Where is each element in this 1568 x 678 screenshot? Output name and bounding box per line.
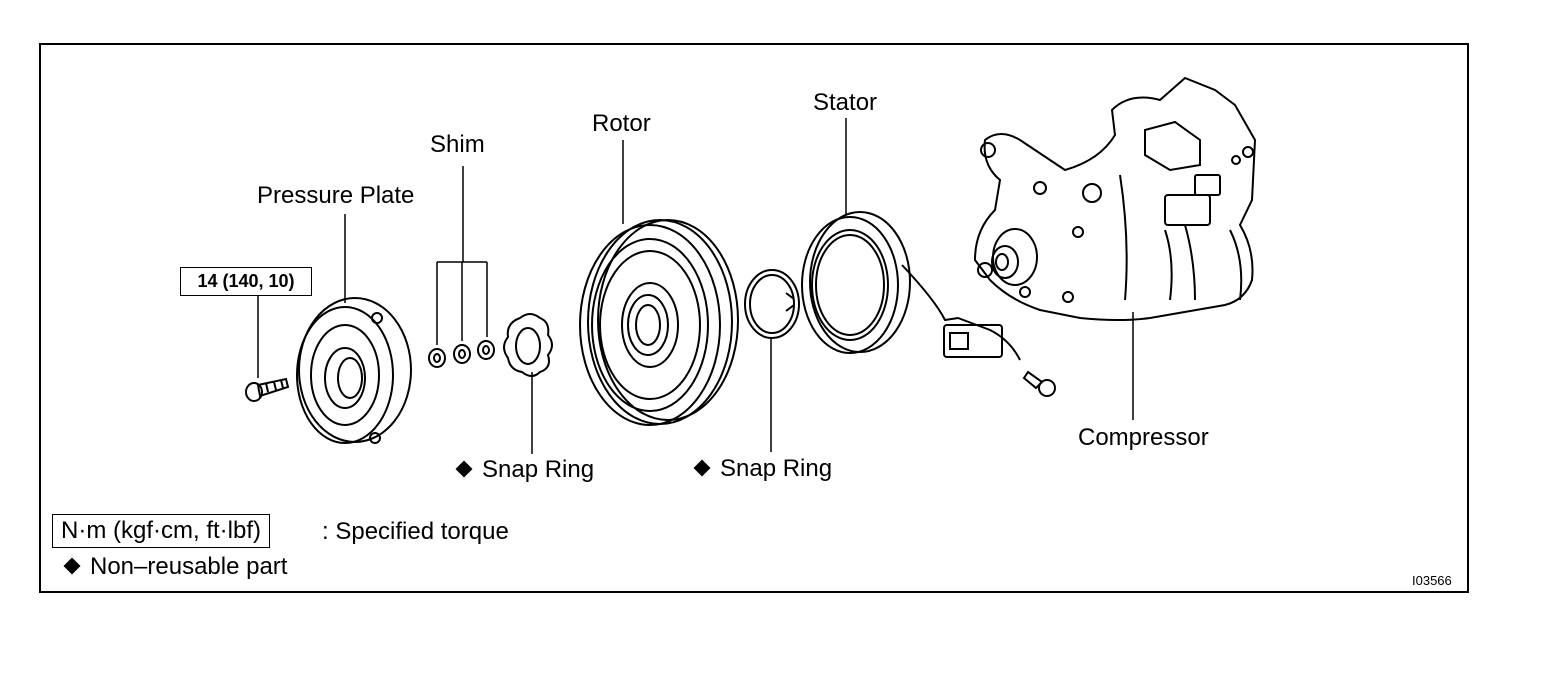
non-reusable-label: Non–reusable part	[90, 553, 288, 580]
snap-ring-2-part	[744, 269, 800, 339]
snap-ring-1-part	[503, 313, 553, 377]
diamond-icon	[63, 557, 81, 575]
pressure-plate-part	[296, 297, 412, 444]
pressure-plate-label: Pressure Plate	[257, 182, 415, 209]
shim-leader	[436, 166, 488, 345]
stator-label: Stator	[813, 89, 878, 116]
figure-frame	[39, 43, 1469, 593]
shim-label: Shim	[430, 131, 485, 158]
snap-ring-2-label: Snap Ring	[720, 455, 833, 482]
stator-part	[801, 211, 1021, 361]
snap-ring-1-label: Snap Ring	[482, 456, 595, 483]
compressor-part	[973, 76, 1257, 321]
leader-lines	[257, 118, 1134, 454]
rotor-part	[579, 219, 739, 426]
snap-ring-2-label-group: Snap Ring	[693, 455, 833, 483]
diamond-icon	[693, 459, 711, 477]
diamond-icon	[455, 460, 473, 478]
figure-code: I03566	[1412, 573, 1452, 588]
torque-description: : Specified torque	[322, 518, 509, 545]
rotor-label: Rotor	[592, 110, 651, 137]
non-reusable-legend: Non–reusable part	[63, 553, 288, 581]
torque-unit-legend: N·m (kgf·cm, ft·lbf)	[52, 514, 270, 548]
bolt-right	[1022, 370, 1056, 397]
bolt-left	[245, 377, 290, 402]
snap-ring-1-label-group: Snap Ring	[455, 456, 595, 484]
torque-spec-box: 14 (140, 10)	[180, 267, 312, 296]
shim-parts	[428, 340, 495, 368]
compressor-label: Compressor	[1078, 424, 1209, 451]
